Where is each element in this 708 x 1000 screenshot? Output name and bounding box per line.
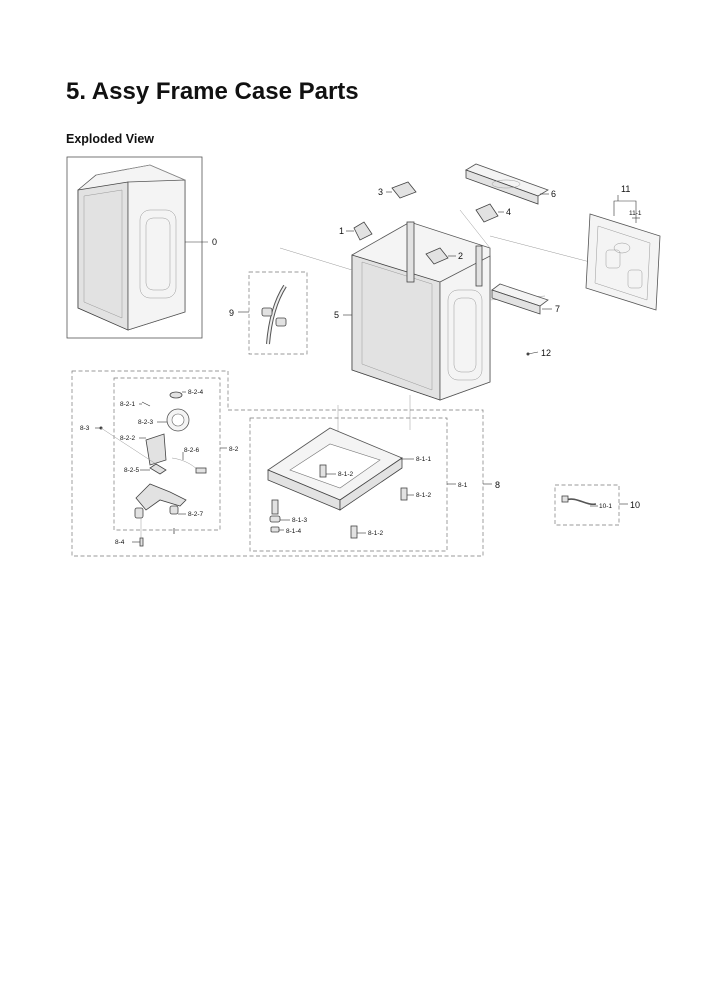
part-8-1-3-leg-foot: [269, 499, 290, 533]
callout-8-3: 8-3: [80, 425, 90, 432]
group-8-outline: [71, 370, 492, 557]
callout-11: 11: [621, 184, 630, 194]
callout-3: 3: [378, 187, 383, 197]
group-8-2-outline: [113, 377, 227, 531]
callout-8-1-4: 8-1-4: [286, 528, 302, 535]
part-8-1-1-base-frame: [267, 427, 414, 511]
part-10-wire-harness: [554, 484, 628, 526]
callout-8-2-1: 8-2-1: [120, 401, 136, 408]
callout-8: 8: [495, 480, 500, 490]
part-8-2-pump-assembly: [134, 391, 207, 534]
callout-8-2-4: 8-2-4: [188, 389, 204, 396]
callout-8-2-7: 8-2-7: [188, 511, 204, 518]
callout-8-1-3: 8-1-3: [292, 517, 308, 524]
callout-1: 1: [339, 226, 344, 236]
callout-9: 9: [229, 308, 234, 318]
part-9-hose: [238, 271, 308, 355]
callout-2: 2: [458, 251, 463, 261]
callout-8-2-3: 8-2-3: [138, 419, 154, 426]
callout-8-1-2-c: 8-1-2: [368, 530, 384, 537]
callout-8-4: 8-4: [115, 539, 125, 546]
part-12-screw: [526, 351, 539, 356]
group-8-1-outline: [249, 417, 456, 552]
callout-12: 12: [541, 348, 551, 358]
part-2-bracket: [425, 247, 456, 265]
part-1-bracket: [346, 221, 373, 241]
callout-6: 6: [551, 189, 556, 199]
callout-8-2-5: 8-2-5: [124, 467, 140, 474]
part-8-1-2-legs: [319, 464, 414, 539]
callout-7: 7: [555, 304, 560, 314]
section-title: Exploded View: [66, 132, 154, 146]
callout-8-1-1: 8-1-1: [416, 456, 432, 463]
callout-8-2-6: 8-2-6: [184, 447, 200, 454]
callout-8-2: 8-2: [229, 446, 239, 453]
callout-5: 5: [334, 310, 339, 320]
callout-10: 10: [630, 500, 640, 510]
part-6-top-panel: [465, 163, 549, 205]
part-8-3-screw: [95, 426, 157, 465]
callout-11-1: 11-1: [629, 210, 642, 217]
callout-4: 4: [506, 207, 511, 217]
part-11-rear-panel: [585, 195, 661, 311]
part-8-4-screw: [132, 518, 144, 547]
part-3-bracket: [386, 181, 417, 199]
callout-8-1: 8-1: [458, 482, 468, 489]
callout-8-2-2: 8-2-2: [120, 435, 136, 442]
part-5-cabinet: [279, 209, 591, 435]
part-4-bracket: [475, 203, 504, 223]
callout-8-1-2-b: 8-1-2: [416, 492, 432, 499]
part-0-assembled-cabinet: [66, 156, 208, 339]
callout-8-1-2-a: 8-1-2: [338, 471, 354, 478]
part-7-side-panel: [491, 283, 552, 315]
callout-10-1: 10-1: [599, 503, 612, 510]
callout-0: 0: [212, 237, 217, 247]
page-title: 5. Assy Frame Case Parts: [66, 78, 359, 105]
